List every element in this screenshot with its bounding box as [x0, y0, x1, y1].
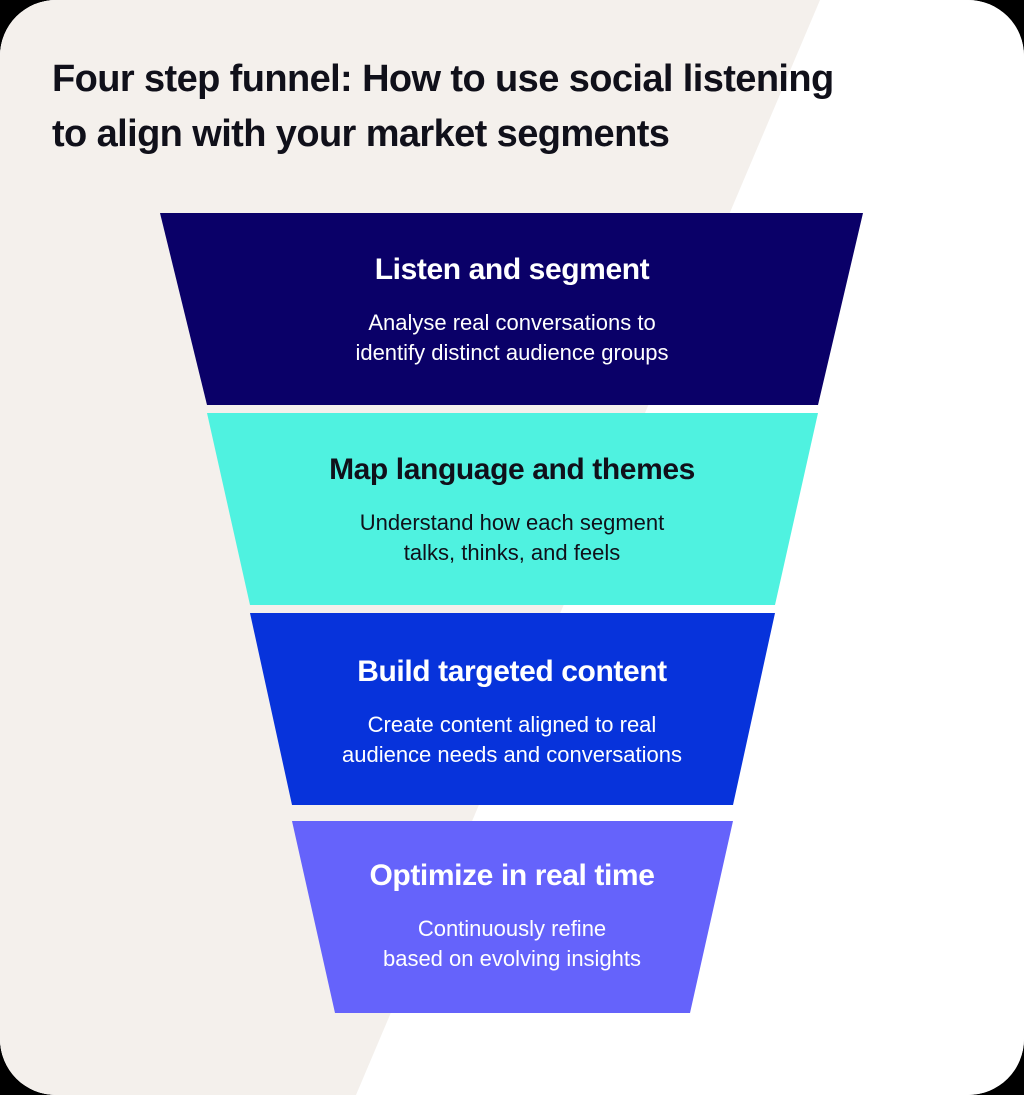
funnel-stage-3-shape [250, 613, 775, 805]
funnel-stage-4-label: Optimize in real time [369, 859, 655, 892]
funnel-stage-4-content: Optimize in real time Continuously refin… [0, 821, 1024, 974]
funnel-stage-1-content: Listen and segment Analyse real conversa… [0, 213, 1024, 368]
funnel-stage-3-description: Create content aligned to real audience … [341, 712, 683, 767]
funnel-stage-4: Optimize in real time Continuously refin… [0, 821, 1024, 1013]
funnel-stage-2-shape [207, 413, 818, 605]
funnel-stage-1-label: Listen and segment [374, 253, 650, 286]
funnel-stage-2: Map language and themes Understand how e… [0, 413, 1024, 605]
funnel-stage-3: Build targeted content Create content al… [0, 613, 1024, 805]
funnel-stage-1-description: Analyse real conversations to identify d… [355, 310, 669, 365]
funnel-stage-4-shape [292, 821, 733, 1013]
funnel-stage-2-description: Understand how each segment talks, think… [359, 510, 665, 565]
funnel-stage-1-shape [160, 213, 863, 405]
title-line-1: Four step funnel: How to use social list… [52, 58, 834, 100]
funnel-stage-2-label: Map language and themes [329, 453, 695, 486]
funnel-stage-3-label: Build targeted content [357, 655, 667, 688]
funnel-stage-4-description: Continuously refine based on evolving in… [382, 916, 642, 971]
funnel-stage-1: Listen and segment Analyse real conversa… [0, 213, 1024, 405]
page-title: Four step funnel: How to use social list… [52, 52, 952, 162]
funnel-stage-3-content: Build targeted content Create content al… [0, 613, 1024, 770]
funnel-stage-2-content: Map language and themes Understand how e… [0, 413, 1024, 568]
title-line-2: to align with your market segments [52, 113, 670, 155]
